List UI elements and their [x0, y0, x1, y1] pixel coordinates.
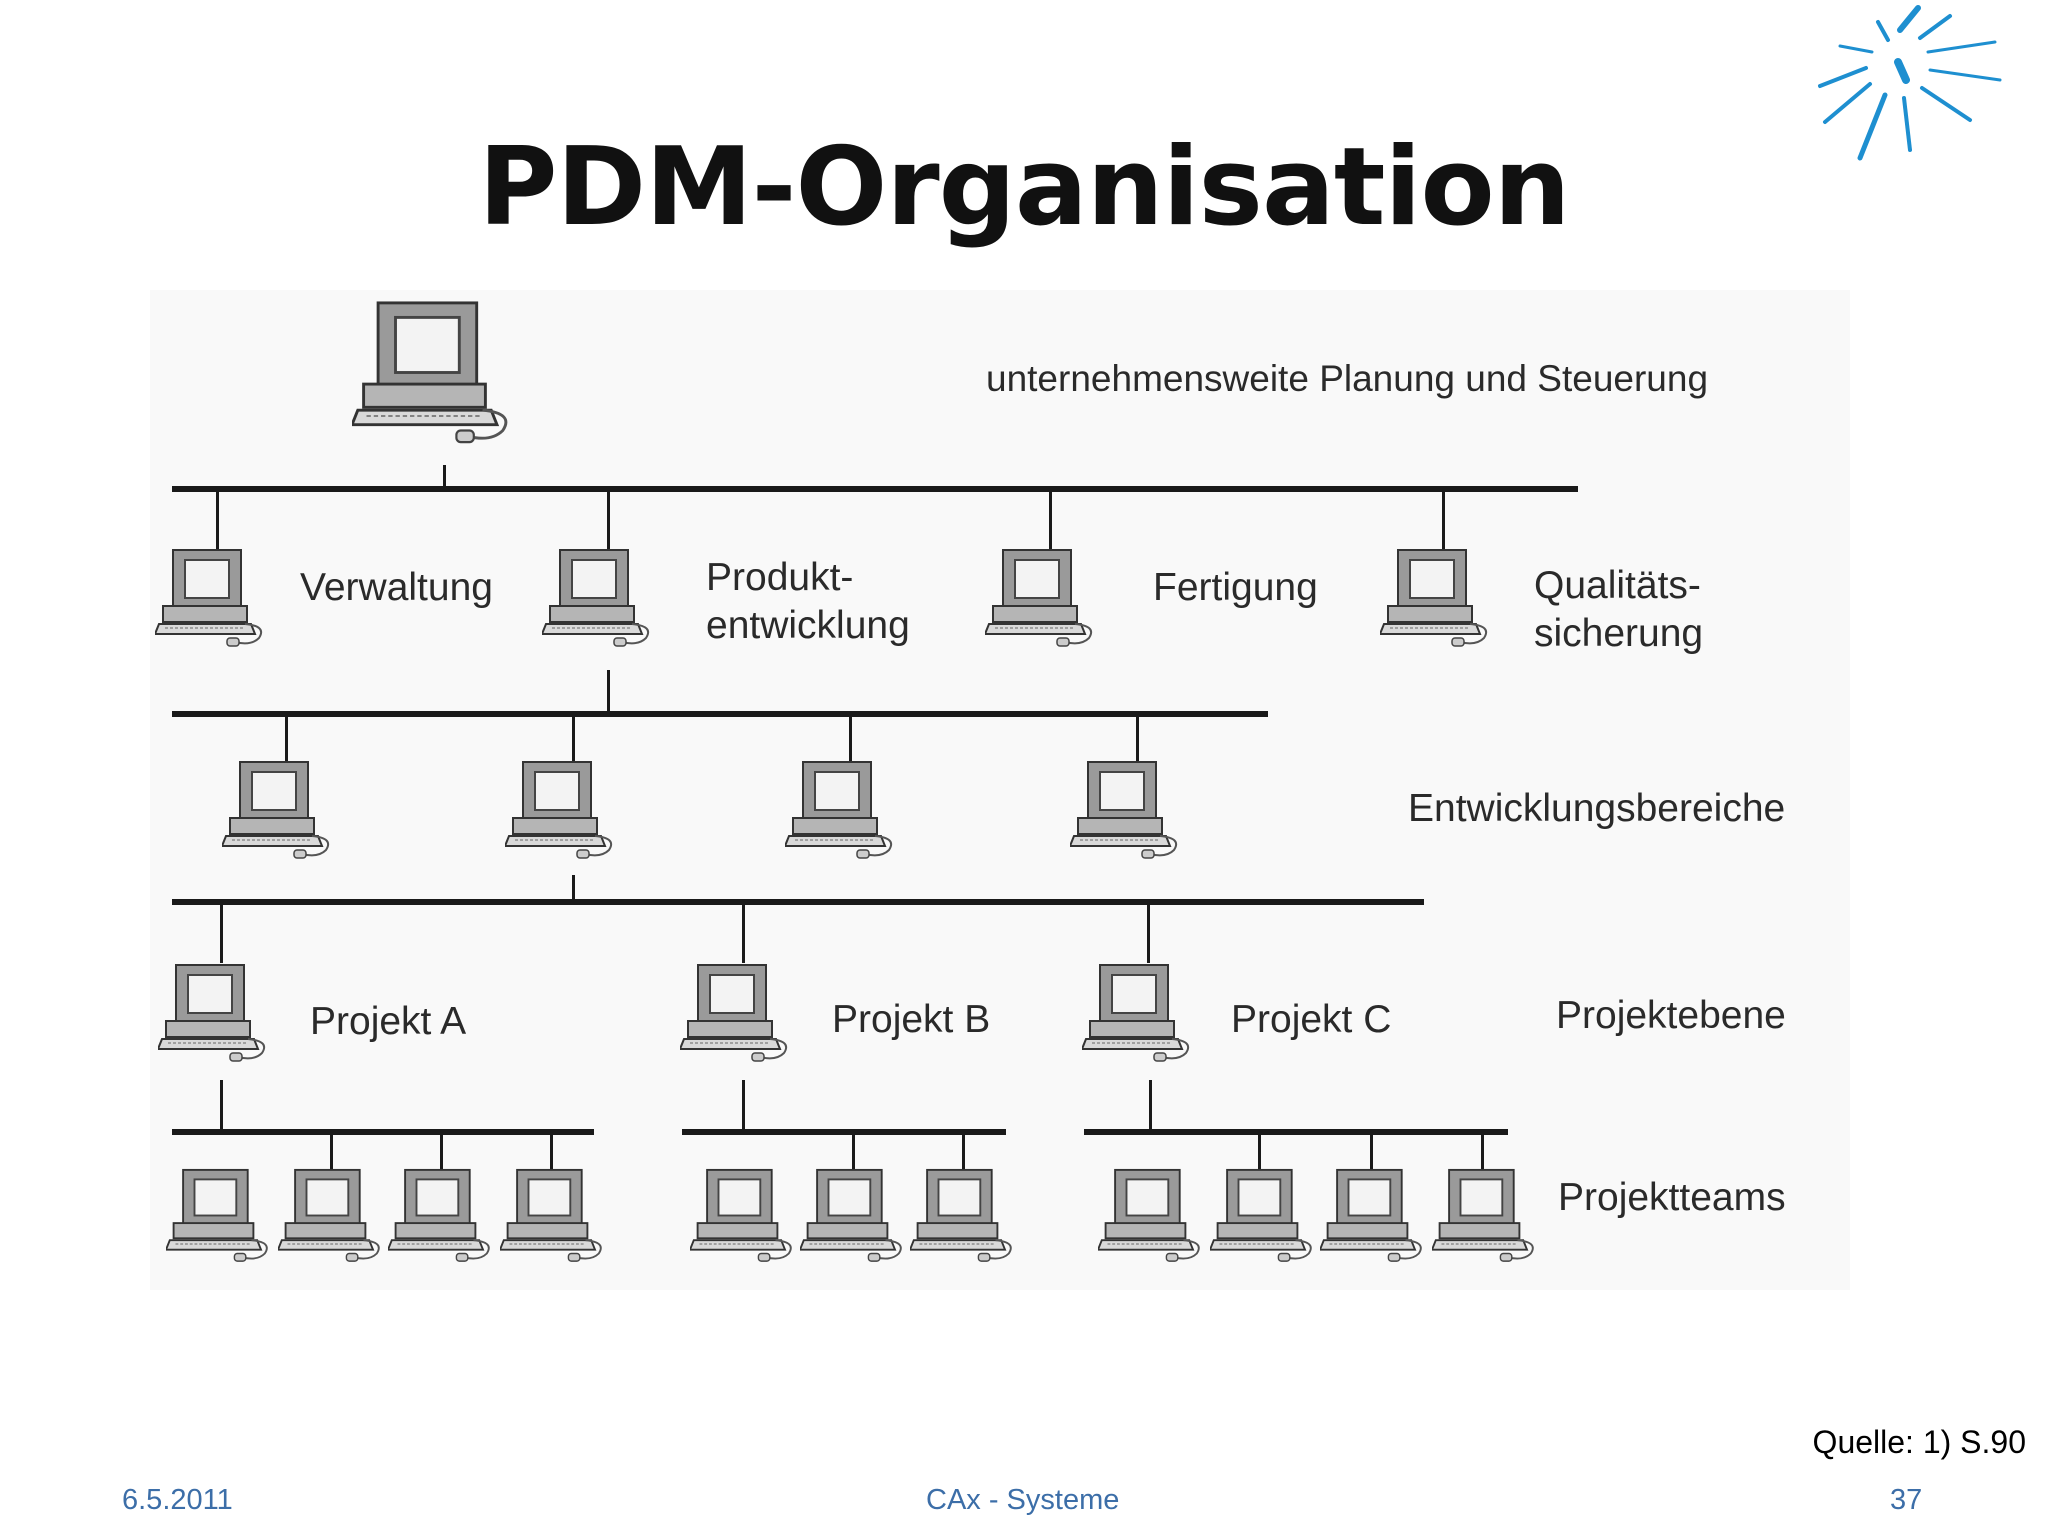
dept-label-produkt-line2: entwicklung [706, 604, 910, 647]
burst-logo [1818, 5, 2002, 161]
connector-line [220, 1080, 223, 1132]
dept-label-fertigung: Fertigung [1153, 566, 1318, 609]
connector-line [1258, 1133, 1261, 1173]
connector-line [852, 1133, 855, 1173]
computer-icon [388, 1168, 493, 1263]
connector-line [443, 465, 446, 487]
connector-line [742, 903, 745, 963]
connector-line [1442, 490, 1445, 550]
project-label-a: Projekt A [310, 1000, 467, 1043]
source-note: Quelle: 1) S.90 [1812, 1424, 2026, 1460]
connector-line [1370, 1133, 1373, 1173]
computer-icon [155, 548, 265, 648]
connector-line [1136, 715, 1139, 765]
computer-icon [505, 760, 615, 860]
connector-line [285, 715, 288, 765]
computer-icon [1098, 1168, 1203, 1263]
connector-line [550, 1133, 553, 1173]
computer-icon [1320, 1168, 1425, 1263]
network-bus-projects [172, 899, 1424, 905]
computer-icon [1070, 760, 1180, 860]
dept-label-qualitaet-line2: sicherung [1534, 612, 1704, 655]
computer-icon [680, 963, 790, 1063]
computer-icon [500, 1168, 605, 1263]
connector-line [742, 1080, 745, 1132]
network-bus-team-c [1084, 1129, 1508, 1135]
connector-line [572, 715, 575, 765]
level-label-project-level: Projektebene [1556, 994, 1786, 1037]
level-label-project-teams: Projektteams [1558, 1176, 1786, 1219]
connector-line [330, 1133, 333, 1173]
computer-icon [785, 760, 895, 860]
connector-line [220, 903, 223, 963]
project-label-b: Projekt B [832, 998, 991, 1041]
level-label-development-areas: Entwicklungsbereiche [1408, 787, 1786, 830]
computer-icon [985, 548, 1095, 648]
diagram-background [150, 290, 1850, 1290]
network-bus-team-b [682, 1129, 1006, 1135]
network-bus-top [172, 486, 1578, 492]
network-bus-development [172, 711, 1268, 717]
slide-title: PDM-Organisation [478, 125, 1570, 250]
connector-line [607, 670, 610, 714]
connector-line [1149, 1080, 1152, 1132]
dept-label-qualitaet-line1: Qualitäts- [1534, 564, 1701, 607]
connector-line [1049, 490, 1052, 550]
dept-label-produkt-line1: Produkt- [706, 556, 854, 599]
footer-title: CAx - Systeme [926, 1484, 1120, 1516]
computer-icon [542, 548, 652, 648]
computer-icon [910, 1168, 1015, 1263]
connector-line [849, 715, 852, 765]
connector-line [1147, 903, 1150, 963]
footer-date: 6.5.2011 [122, 1484, 233, 1516]
computer-icon [278, 1168, 383, 1263]
computer-icon [1082, 963, 1192, 1063]
connector-line [607, 490, 610, 550]
connector-line [440, 1133, 443, 1173]
computer-icon [1432, 1168, 1537, 1263]
project-label-c: Projekt C [1231, 998, 1392, 1041]
computer-icon [1380, 548, 1490, 648]
computer-icon [352, 300, 512, 445]
level-label-top: unternehmensweite Planung und Steuerung [986, 358, 1709, 399]
computer-icon [158, 963, 268, 1063]
connector-line [962, 1133, 965, 1173]
computer-icon [1210, 1168, 1315, 1263]
computer-icon [800, 1168, 905, 1263]
connector-line [216, 490, 219, 550]
dept-label-verwaltung: Verwaltung [300, 566, 493, 609]
page-number: 37 [1890, 1484, 1923, 1516]
computer-icon [222, 760, 332, 860]
connector-line [572, 875, 575, 903]
connector-line [1481, 1133, 1484, 1173]
computer-icon [690, 1168, 795, 1263]
computer-icon [166, 1168, 271, 1263]
network-bus-team-a [172, 1129, 594, 1135]
